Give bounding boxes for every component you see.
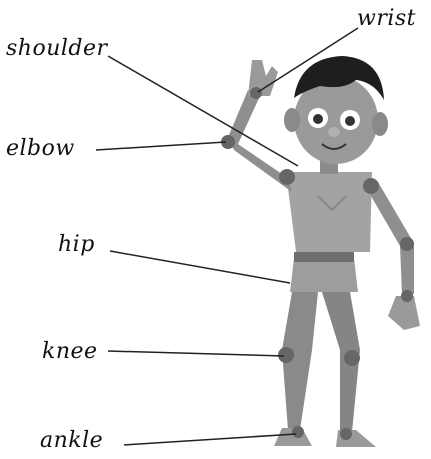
label-shoulder: shoulder [6,38,108,60]
knee-joint-left [278,347,294,363]
knee-joint-right [344,350,360,366]
elbow-leader-line [96,142,226,150]
ankle-joint-left [292,426,304,438]
shoulder-joint-right [363,178,379,194]
label-elbow: elbow [6,138,75,160]
wrist-joint [250,87,262,99]
torso [286,172,372,252]
label-knee: knee [42,341,98,363]
wrist-joint-right [401,290,413,302]
lowered-arm [364,182,420,330]
hip-leader-line [110,251,290,283]
ankle-joint-right [340,428,352,440]
elbow-joint-right [400,237,414,251]
ankle-leader-line [124,434,296,445]
label-hip: hip [58,234,95,256]
waist-band [294,252,354,262]
label-wrist: wrist [357,8,416,30]
knee-leader-line [108,351,284,356]
shoulder-joint-left [279,169,295,185]
pelvis [290,258,358,292]
label-ankle: ankle [40,430,103,452]
head [284,56,388,164]
legs [274,292,376,447]
